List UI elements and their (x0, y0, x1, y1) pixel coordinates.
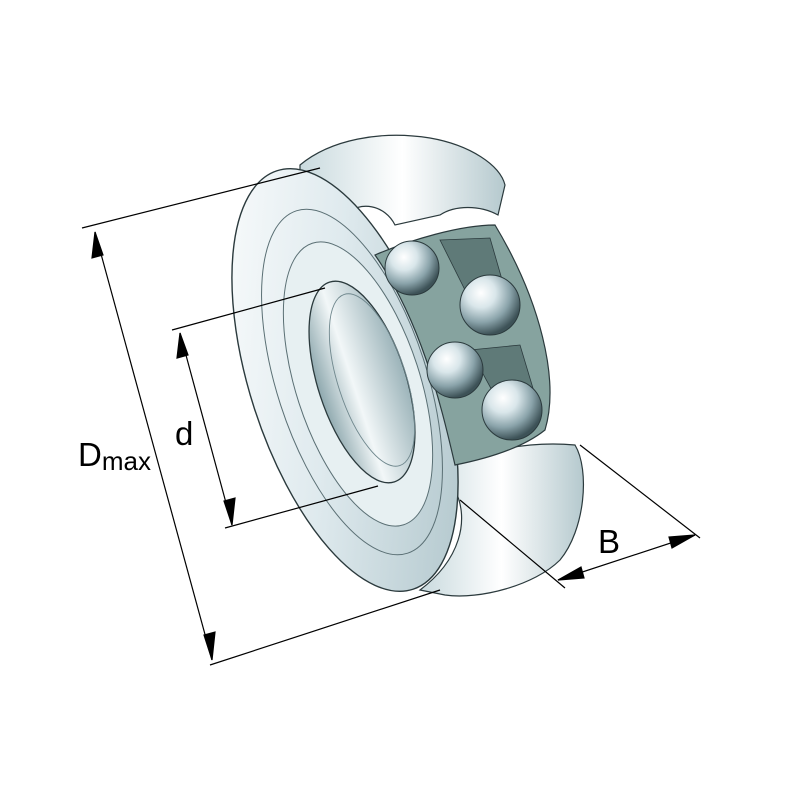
ball-3 (426, 341, 484, 399)
dimension-outer-diameter (81, 167, 441, 666)
dmax-label: Dmax (78, 436, 151, 476)
dimension-width (459, 444, 701, 589)
dmax-label-letter: D (78, 436, 102, 473)
dmax-label-subscript: max (102, 446, 151, 476)
inner-bore-edge (328, 293, 416, 467)
d-arrow-top (176, 332, 189, 359)
dmax-extension-bottom (209, 589, 441, 666)
outer-ring-top-section (299, 134, 506, 242)
flange-inner-step (261, 208, 443, 556)
outer-ring-bottom-section (418, 443, 584, 597)
dmax-dimension-line (94, 231, 213, 661)
ball-4 (481, 379, 543, 441)
b-arrow-left (557, 566, 585, 581)
dmax-extension-top (81, 167, 321, 229)
d-dimension-line (179, 332, 233, 526)
b-label: B (598, 523, 620, 560)
ball-2 (459, 274, 521, 336)
dmax-arrow-top (91, 231, 104, 259)
b-extension-right (579, 444, 701, 539)
d-extension-bottom (224, 485, 379, 529)
d-extension-top (171, 287, 326, 331)
b-extension-left (459, 499, 566, 589)
ball-1 (384, 240, 440, 296)
dmax-arrow-bottom (203, 631, 216, 661)
bearing-body (231, 134, 584, 597)
d-arrow-bottom (223, 497, 236, 526)
d-label: d (175, 415, 193, 452)
b-arrow-right (668, 534, 696, 549)
dimension-bore-diameter (171, 287, 379, 529)
